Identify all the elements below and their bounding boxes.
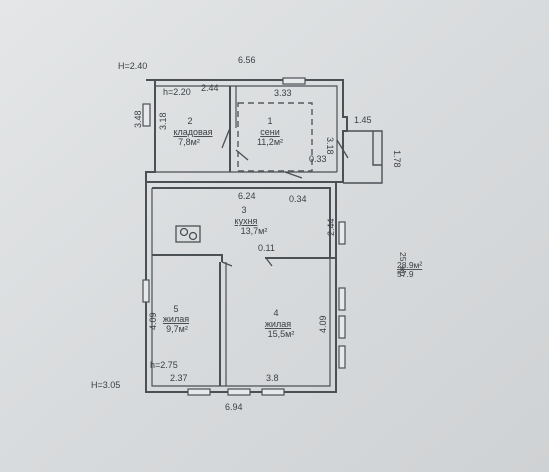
- height-label-storage: h=2.20: [163, 87, 191, 97]
- dim-room5-height: 4.09: [148, 312, 158, 330]
- dim-hall-step: 0.33: [309, 154, 327, 164]
- hall-dashed-area: [237, 102, 313, 172]
- dim-bottom-room5: 2.37: [170, 373, 188, 383]
- stove: [175, 225, 201, 243]
- room-area: 7,8м²: [178, 137, 200, 147]
- room-area: 13,7м²: [241, 226, 268, 236]
- door-room4: [265, 257, 273, 267]
- height-label-bottom-left: H=3.05: [91, 380, 120, 390]
- summary-label: жр: [398, 266, 408, 277]
- dim-kitchen-width: 6.24: [238, 191, 256, 201]
- window-storage-left: [142, 103, 151, 127]
- summary-line3: 57.9: [397, 269, 414, 279]
- door-kitchen: [284, 171, 303, 179]
- window-room4-bottom-1: [227, 388, 251, 396]
- dim-top-overall: 6.56: [238, 55, 256, 65]
- room-area: 9,7м²: [166, 324, 188, 334]
- room-name: кладовая: [173, 127, 212, 137]
- room-4-living: 4 жилая 15,5м²: [265, 308, 294, 339]
- room-1-hall: 1 сени 11,2м²: [257, 116, 283, 147]
- dim-partition: 0.11: [258, 243, 275, 253]
- room-number: 3: [241, 205, 246, 215]
- room-area: 11,2м²: [257, 137, 283, 147]
- window-room4-right-1: [338, 287, 346, 311]
- dim-room4-height: 4.09: [318, 315, 328, 333]
- window-kitchen-right: [338, 221, 346, 245]
- window-room4-right-2: [338, 315, 346, 339]
- porch-outline: [343, 130, 383, 184]
- room-area: 15,5м²: [268, 329, 295, 339]
- area-summary: 25 жр: [398, 252, 408, 277]
- room-name: кухня: [235, 216, 258, 226]
- room-2-storage: 2 кладовая 7,8м²: [173, 116, 212, 147]
- door-storage: [221, 127, 231, 149]
- dim-top-hall: 3.33: [274, 88, 292, 98]
- summary-line1: 25: [398, 252, 408, 262]
- summary-line2: 28.9м²: [397, 260, 422, 270]
- windows: [142, 77, 346, 396]
- window-room5-left: [142, 279, 150, 303]
- room-name: сени: [260, 127, 280, 137]
- door-hall: [235, 149, 249, 161]
- dim-storage-inner: 3.18: [158, 112, 168, 130]
- wall-kitchen-rooms: [152, 254, 336, 262]
- inner-outline-bottom: [151, 188, 331, 387]
- room-name: жилая: [163, 314, 189, 324]
- room-3-kitchen: 3 кухня 13,7м²: [235, 205, 268, 236]
- dim-porch-side: 1.78: [392, 150, 402, 168]
- dim-bottom-room4: 3.8: [266, 373, 279, 383]
- dim-bottom-overall: 6.94: [225, 402, 243, 412]
- dim-kitchen-step: 0.34: [289, 194, 307, 204]
- window-hall-top: [282, 77, 306, 85]
- window-room5-bottom: [187, 388, 211, 396]
- height-label-room5: h=2.75: [150, 360, 178, 370]
- area-summary-values: 28.9м² 57.9: [397, 260, 422, 279]
- door-room5: [221, 261, 233, 267]
- outer-wall-middle: [146, 181, 337, 258]
- walls: [145, 79, 383, 393]
- door-porch: [336, 139, 349, 159]
- room-number: 4: [273, 308, 278, 318]
- room-name: жилая: [265, 319, 291, 329]
- dim-top-storage: 2.44: [201, 83, 219, 93]
- room-number: 1: [267, 116, 272, 126]
- height-label-top-left: H=2.40: [118, 61, 147, 71]
- room-number: 2: [187, 116, 192, 126]
- room-number: 5: [173, 304, 178, 314]
- dim-left-storage: 3.48: [133, 110, 143, 128]
- doors: [221, 127, 349, 267]
- dim-kitchen-right: 2.44: [326, 218, 336, 236]
- window-room4-right-3: [338, 345, 346, 369]
- dim-porch-top: 1.45: [354, 115, 372, 125]
- outer-wall-top-block: [145, 79, 348, 393]
- window-room4-bottom-2: [261, 388, 285, 396]
- room-5-living: 5 жилая 9,7м²: [163, 304, 189, 334]
- inner-outline-top-block: [155, 85, 338, 173]
- dim-hall-right: 3.18: [325, 137, 335, 155]
